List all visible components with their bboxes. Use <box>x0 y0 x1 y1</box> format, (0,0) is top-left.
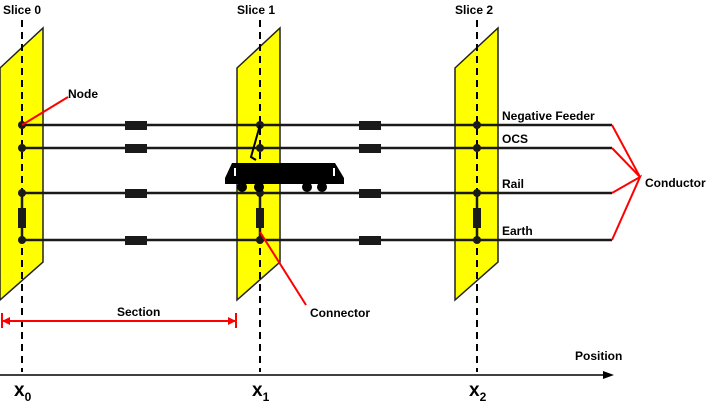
conductor-label-ocs: OCS <box>502 132 528 146</box>
axis-tick-x0: x0 <box>14 380 32 404</box>
axis-tick-x2: x2 <box>469 380 487 404</box>
slice-label-2: Slice 2 <box>455 3 493 17</box>
section-label: Section <box>117 305 160 319</box>
connector-label: Connector <box>310 306 370 320</box>
conductor-bracket <box>611 124 641 178</box>
node-pointer <box>21 96 69 126</box>
node-label: Node <box>68 87 98 101</box>
connector-pointer <box>259 231 307 306</box>
position-label: Position <box>575 349 622 363</box>
train-icon <box>225 124 344 192</box>
conductor-label: Conductor <box>645 176 706 190</box>
conductor-label-rail: Rail <box>502 177 524 191</box>
slice-label-0: Slice 0 <box>3 3 41 17</box>
conductor-label-earth: Earth <box>502 224 533 238</box>
slice-label-1: Slice 1 <box>237 3 275 17</box>
conductor-label-negative-feeder: Negative Feeder <box>502 109 595 123</box>
axis-tick-x1: x1 <box>252 380 270 404</box>
